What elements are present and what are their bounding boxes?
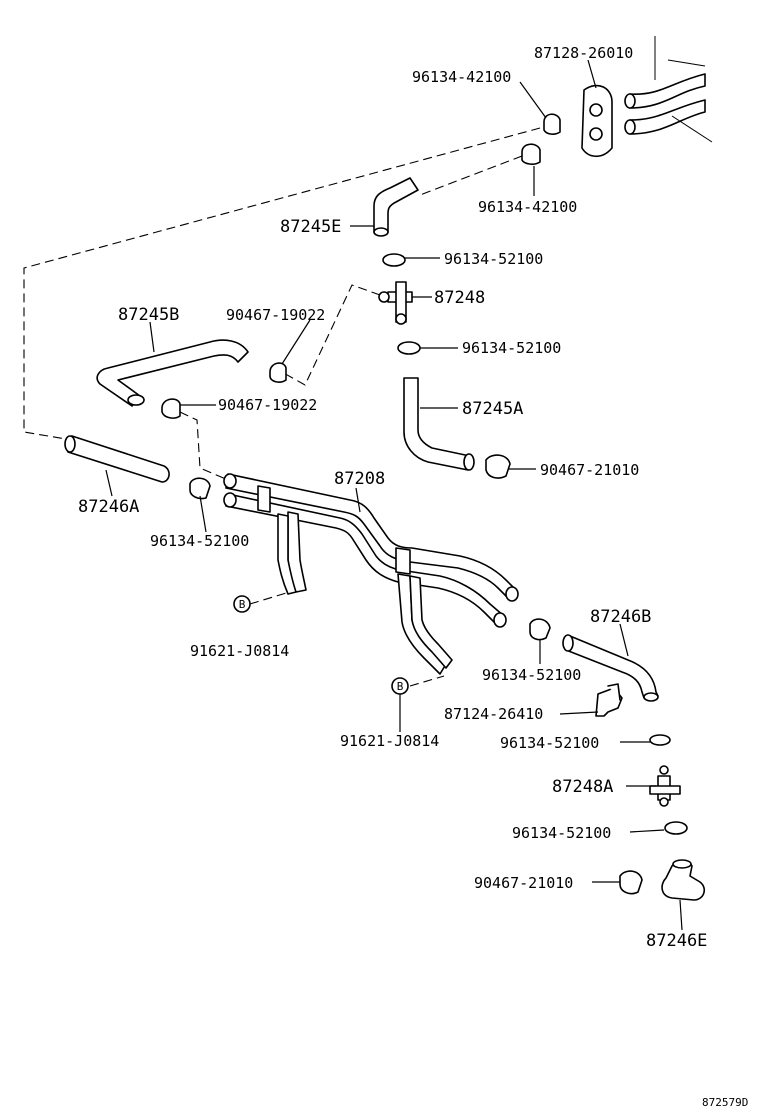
clamp-52100-d (529, 618, 551, 641)
hose-87245a (403, 377, 475, 471)
label-90467-19022-b: 90467-19022 (218, 396, 317, 414)
clamp-52100-c (189, 477, 211, 500)
label-96134-42100-b: 96134-42100 (478, 198, 577, 216)
label-87245b: 87245B (118, 305, 179, 325)
clamp-21010-b (619, 870, 643, 895)
label-87248: 87248 (434, 288, 485, 308)
clamp-21010-a (485, 454, 511, 479)
clamp-52100-b (397, 341, 421, 355)
label-90467-21010-a: 90467-21010 (540, 461, 639, 479)
label-96134-52100-b: 96134-52100 (462, 339, 561, 357)
clamp-52100-a (382, 253, 406, 267)
label-90467-19022-a: 90467-19022 (226, 306, 325, 324)
label-87245e: 87245E (280, 217, 341, 237)
label-96134-52100-d: 96134-52100 (482, 666, 581, 684)
label-87128-26010: 87128-26010 (534, 44, 633, 62)
label-87246a: 87246A (78, 497, 139, 517)
diagram-code: 872579D (702, 1096, 748, 1109)
tee-87248 (378, 281, 413, 325)
label-87248a: 87248A (552, 777, 613, 797)
label-87246e: 87246E (646, 931, 707, 951)
hose-87245e (373, 177, 419, 237)
hose-87246e (661, 859, 706, 901)
bolt-mark-a: B (239, 598, 246, 611)
label-87124-26410: 87124-26410 (444, 705, 543, 723)
label-96134-52100-f: 96134-52100 (512, 824, 611, 842)
dashed-lines (23, 127, 541, 687)
bolt-91621-a: B (233, 595, 251, 613)
label-91621-j0814-b: 91621-J0814 (340, 732, 439, 750)
pipe-assembly-87208 (223, 473, 519, 675)
clamp-52100-f (664, 821, 688, 835)
clamp-upper-2 (521, 143, 541, 165)
label-87208: 87208 (334, 469, 385, 489)
label-96134-52100-e: 96134-52100 (500, 734, 599, 752)
hose-87246b (562, 634, 659, 702)
hose-87246a (64, 435, 170, 483)
bracket-87124 (595, 683, 623, 717)
label-87245a: 87245A (462, 399, 523, 419)
label-96134-42100-a: 96134-42100 (412, 68, 511, 86)
clamp-upper-1 (543, 113, 561, 135)
heater-core-pipes (624, 36, 713, 143)
leader-lines (105, 59, 683, 931)
gasket-plate (581, 84, 613, 158)
clamp-19022-a (269, 362, 287, 383)
label-96134-52100-c: 96134-52100 (150, 532, 249, 550)
bolt-mark-b: B (397, 680, 404, 693)
tee-87248a (649, 765, 681, 807)
bolt-91621-b: B (391, 677, 409, 695)
clamp-52100-e (649, 734, 671, 746)
clamp-19022-b (161, 398, 181, 419)
label-91621-j0814-a: 91621-J0814 (190, 642, 289, 660)
hose-87245b (96, 339, 249, 407)
label-96134-52100-a: 96134-52100 (444, 250, 543, 268)
part-labels: 87128-26010 96134-42100 96134-42100 8724… (78, 44, 748, 1109)
label-87246b: 87246B (590, 607, 651, 627)
label-90467-21010-b: 90467-21010 (474, 874, 573, 892)
